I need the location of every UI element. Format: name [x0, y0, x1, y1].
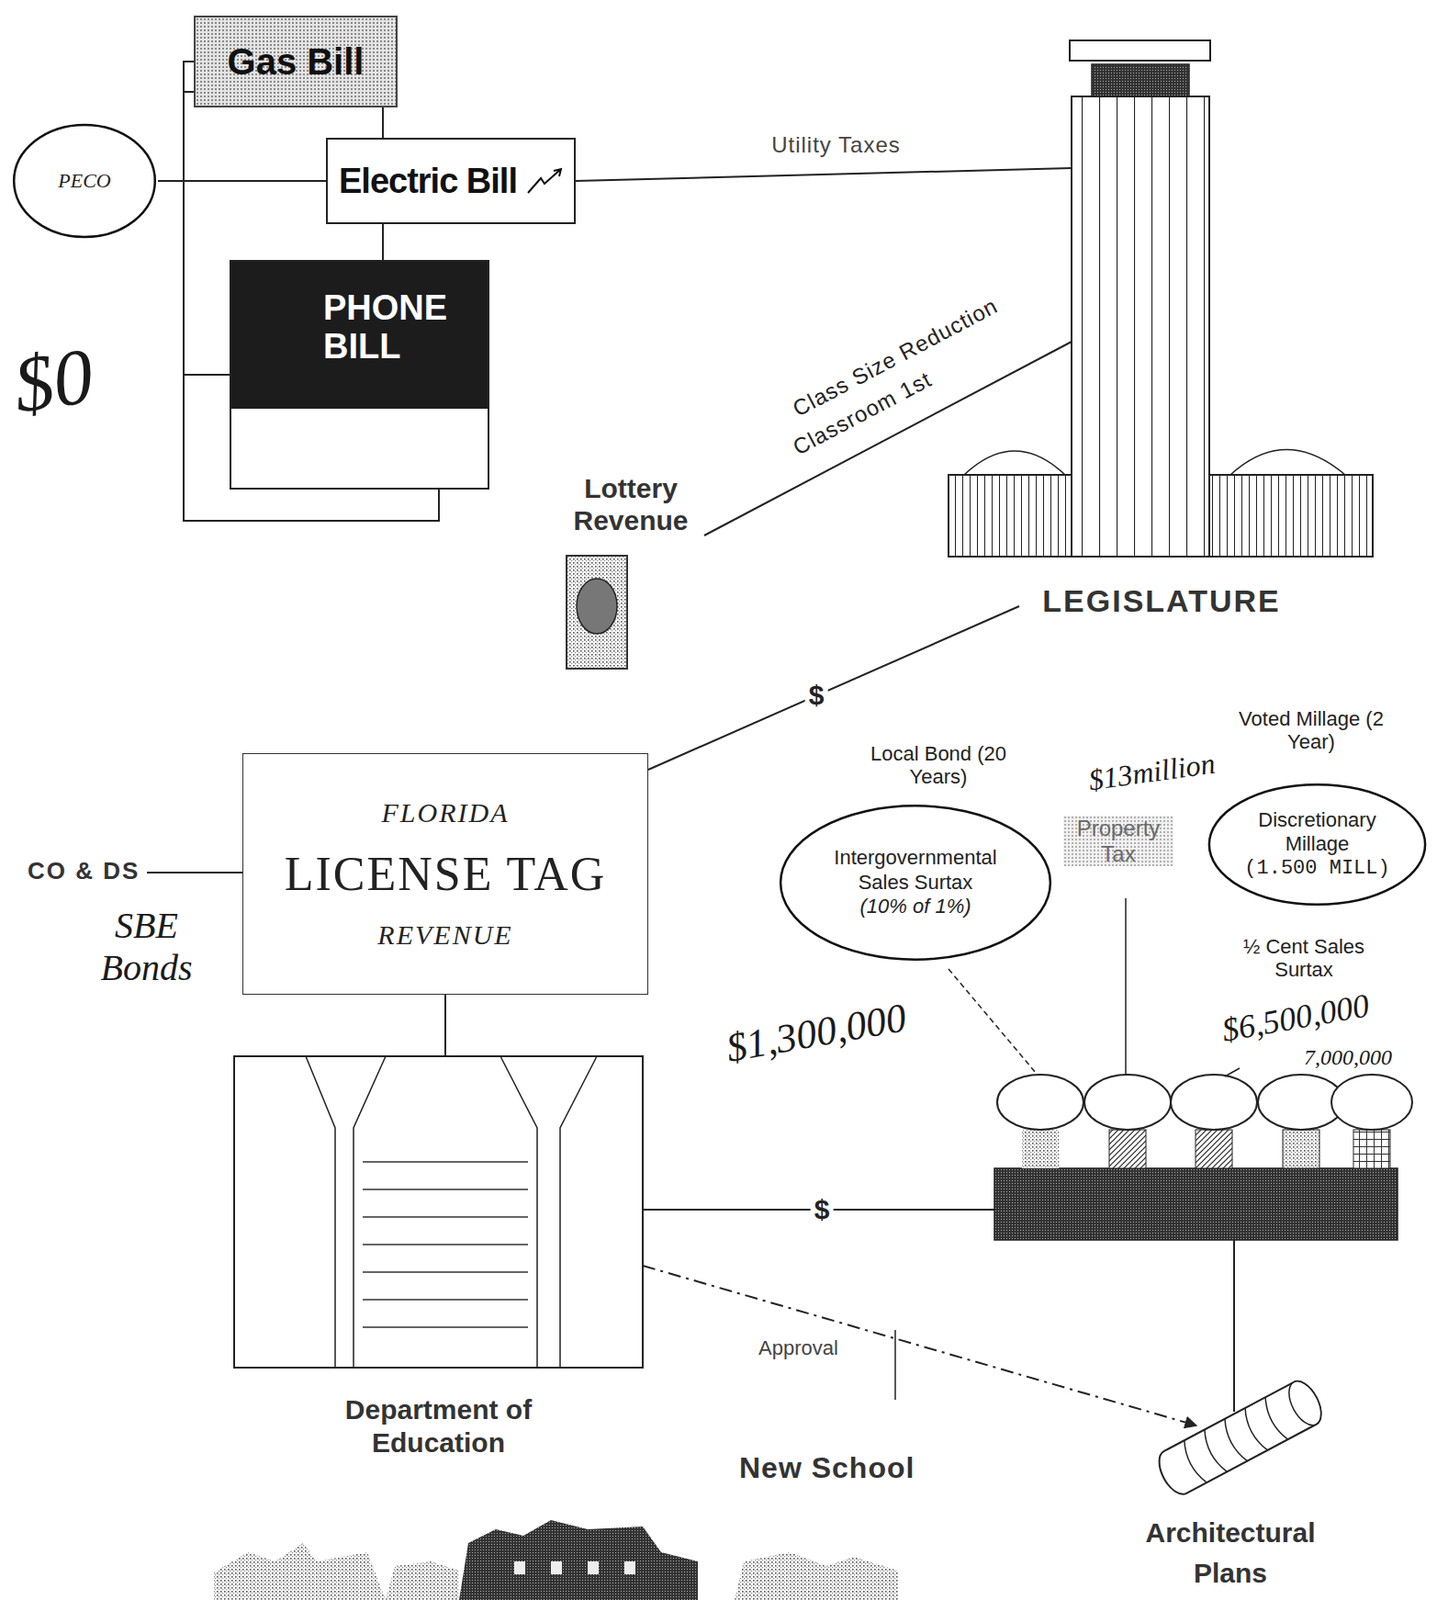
source-label: CO & DS [27, 857, 140, 886]
funding-source [1084, 1074, 1171, 1130]
dome-arch [964, 449, 1346, 476]
leader-line [1224, 1067, 1240, 1077]
handwritten-note: SBE Bonds [84, 904, 209, 989]
plans-line [1233, 1239, 1235, 1412]
node-text: Lottery Revenue [557, 472, 705, 537]
scroll-body [1152, 1375, 1327, 1499]
department-building [234, 1055, 643, 1368]
right-wing [1209, 474, 1373, 557]
handwritten-circle: Discretionary Millage(1.500 MILL) [1204, 780, 1430, 909]
department-building: Department of Education [234, 1055, 643, 1465]
surtax-label: ½ Cent Sales Surtax [1216, 934, 1392, 982]
node-text: REVENUE [377, 919, 513, 951]
leader-line [1124, 898, 1127, 1075]
bill-box: Gas Bill [193, 15, 398, 108]
school-window [514, 1560, 636, 1574]
school-wing [213, 1542, 386, 1600]
node-text: Architectural Plans [1115, 1512, 1346, 1593]
school-picture [213, 1519, 899, 1600]
connector [444, 994, 447, 1056]
lightning-bolt [527, 168, 562, 193]
node-text: (1.500 MILL) [1244, 856, 1390, 881]
connector [157, 61, 194, 181]
funding-pillar [1109, 1129, 1146, 1168]
lottery-ticket [566, 555, 628, 669]
node-text: Discretionary Millage [1244, 808, 1392, 857]
ellipse-shape [1209, 784, 1426, 905]
license-tag-box: FLORIDA LICENSE TAG REVENUE [242, 752, 649, 995]
ellipse-shape [13, 124, 156, 237]
ticket-frame [566, 555, 628, 669]
left-wing [948, 474, 1072, 557]
ellipse-shape [780, 805, 1051, 959]
tax-label: Property Tax [1063, 815, 1174, 866]
funding-pillar [1195, 1129, 1233, 1168]
connector-label: Utility Taxes [767, 132, 905, 158]
handwritten-amount: 7,000,000 [1303, 1044, 1393, 1071]
bill-box: PHONE BILL [229, 259, 490, 490]
node-text: LICENSE TAG [284, 846, 607, 901]
handwritten-circle: PECO [11, 121, 158, 241]
funding-pillar [1353, 1129, 1391, 1168]
money-symbol: $ [810, 1193, 834, 1226]
funding-pillar [1282, 1129, 1320, 1168]
school-label: New School [739, 1450, 915, 1485]
funding-source [997, 1074, 1084, 1130]
tower-cap [1069, 40, 1211, 61]
node-text: Intergovernmental Sales Surtax [823, 845, 1008, 895]
tower [1071, 96, 1210, 557]
node-text: PHONE BILL [323, 289, 461, 367]
funding-base [994, 1074, 1413, 1240]
school-wing [385, 1560, 460, 1600]
school-main [459, 1519, 698, 1600]
lightning-symbol [526, 165, 563, 197]
node-text: FLORIDA [381, 797, 510, 829]
tower-band [1091, 64, 1190, 97]
bill-box: Electric Bill [325, 137, 576, 225]
funding-source [1331, 1074, 1413, 1130]
funding-bar [994, 1167, 1398, 1240]
node-text: PECO [57, 168, 111, 193]
handwritten-note: $0 [8, 329, 100, 431]
node-text: Department of Education [310, 1392, 568, 1460]
revenue-source: Lottery Revenue [557, 472, 705, 675]
connector [575, 168, 1072, 181]
school-wing [734, 1551, 899, 1600]
leader-line [146, 871, 243, 874]
connector [642, 1265, 1197, 1426]
connector [157, 180, 230, 375]
building-lines [362, 1161, 528, 1327]
architectural-plans: Architectural Plans [1097, 1377, 1364, 1596]
connector-label: $ [805, 679, 829, 711]
scroll-curl [1179, 1396, 1289, 1485]
millage-label: Voted Millage (2 Year) [1233, 707, 1390, 754]
node-text: (10% of 1%) [859, 894, 971, 919]
building-outline [234, 1055, 643, 1368]
node-text: Gas Bill [227, 41, 365, 83]
legislature-building [948, 40, 1373, 557]
approval-line [894, 1329, 897, 1400]
ticket-emblem [576, 578, 618, 634]
handwritten-amount: $1,300,000 [722, 994, 910, 1072]
handwritten-circle: Intergovernmental Sales Surtax(10% of 1%… [774, 800, 1056, 965]
approval-label: Approval [758, 1335, 839, 1359]
plans-scroll [1152, 1375, 1327, 1499]
handwritten-amount: $6,500,000 [1219, 986, 1373, 1050]
leader-line [948, 968, 1036, 1073]
bond-label: Local Bond (20 Years) [869, 741, 1008, 789]
funding-pillar [1021, 1129, 1059, 1168]
funding-source [1170, 1074, 1258, 1130]
node-text: LEGISLATURE [1042, 583, 1280, 619]
node-text: Electric Bill [338, 161, 517, 202]
scroll-end [1282, 1375, 1328, 1430]
building-pillars [305, 1055, 597, 1368]
legislature-building: LEGISLATURE [945, 36, 1378, 625]
handwritten-amount: $13million [1086, 746, 1217, 798]
